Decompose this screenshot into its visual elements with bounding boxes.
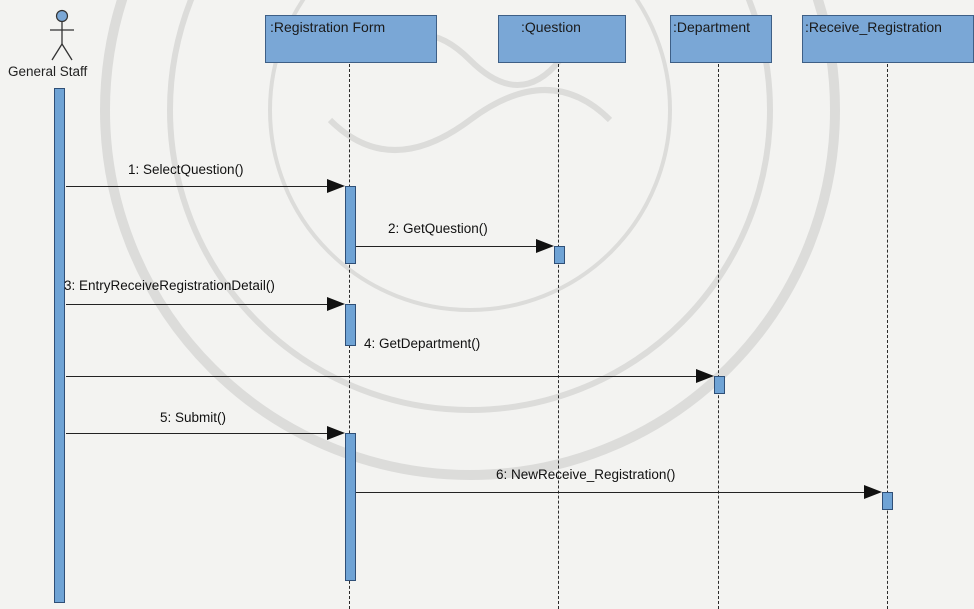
activation-registration-form-2 — [345, 304, 356, 346]
actor-activation-bar — [54, 88, 65, 603]
message-6-line — [356, 492, 864, 493]
message-2-arrowhead-icon — [536, 239, 554, 253]
activation-receive-registration — [882, 492, 893, 510]
object-label: :Receive_Registration — [805, 19, 942, 35]
lifeline-receive-registration — [887, 64, 888, 609]
object-label: :Question — [521, 19, 581, 35]
message-1-arrowhead-icon — [327, 179, 345, 193]
activation-department — [714, 376, 725, 394]
actor-label: General Staff — [8, 64, 88, 79]
object-question[interactable]: :Question — [498, 15, 626, 63]
message-5-line — [66, 433, 328, 434]
message-4-label: 4: GetDepartment() — [364, 336, 481, 351]
message-3-arrowhead-icon — [327, 297, 345, 311]
activation-question — [554, 246, 565, 264]
message-3-line — [66, 304, 328, 305]
message-4-arrowhead-icon — [696, 369, 714, 383]
object-receive-registration[interactable]: :Receive_Registration — [802, 15, 974, 63]
message-5-label: 5: Submit() — [160, 410, 227, 425]
activation-registration-form-1 — [345, 186, 356, 264]
message-1-line — [66, 186, 328, 187]
message-5-arrowhead-icon — [327, 426, 345, 440]
object-registration-form[interactable]: :Registration Form — [265, 15, 437, 63]
message-6-label: 6: NewReceive_Registration() — [496, 467, 676, 482]
object-label: :Department — [673, 19, 751, 35]
message-2-label: 2: GetQuestion() — [388, 221, 488, 236]
message-2-line — [356, 246, 536, 247]
message-1-label: 1: SelectQuestion() — [128, 162, 244, 177]
object-department[interactable]: :Department — [670, 15, 772, 63]
activation-registration-form-3 — [345, 433, 356, 581]
message-3-label: 3: EntryReceiveRegistrationDetail() — [64, 278, 275, 293]
actor-stick-figure-icon — [50, 9, 74, 61]
lifeline-question — [558, 64, 559, 609]
object-label: :Registration Form — [270, 19, 386, 35]
message-6-arrowhead-icon — [864, 485, 882, 499]
message-4-line — [66, 376, 696, 377]
lifeline-department — [718, 64, 719, 609]
